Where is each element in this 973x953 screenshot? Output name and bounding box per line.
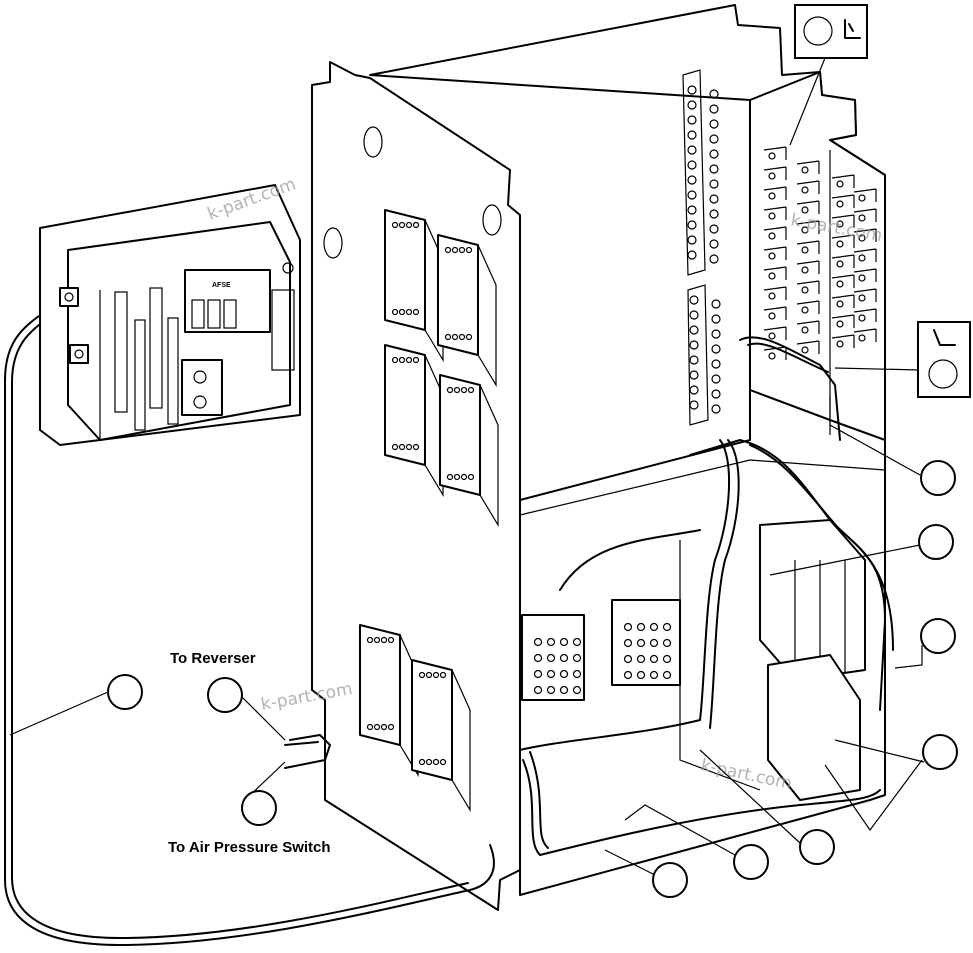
detail-box-upper [794, 4, 868, 59]
to-air-pressure-switch-label: To Air Pressure Switch [168, 839, 331, 856]
to-reverser-label: To Reverser [170, 650, 256, 667]
callout-balloon [652, 862, 688, 898]
callout-balloon [920, 618, 956, 654]
terminal-clip-icon [844, 19, 861, 39]
callout-balloon [799, 829, 835, 865]
wire-harness [4, 294, 894, 946]
detail-box-lower [917, 321, 971, 398]
callout-balloon [207, 677, 243, 713]
callout-balloon [922, 734, 958, 770]
terminal-strip-center [682, 69, 721, 426]
terminal-panel [749, 71, 886, 441]
relay-bases [359, 209, 499, 813]
callout-balloons [107, 460, 958, 898]
terminal-clip-icon [933, 329, 956, 346]
terminal-block-right [763, 146, 877, 360]
callout-balloon [733, 844, 769, 880]
callout-balloon [918, 524, 954, 560]
callout-leaders [9, 57, 925, 876]
control-module: AFSE [39, 184, 301, 446]
callout-balloon [107, 674, 143, 710]
callout-balloon [920, 460, 956, 496]
callout-balloon [241, 790, 277, 826]
main-plate [311, 61, 521, 911]
lower-compartment [519, 459, 886, 801]
fuse-block-label: AFSE [212, 282, 231, 289]
